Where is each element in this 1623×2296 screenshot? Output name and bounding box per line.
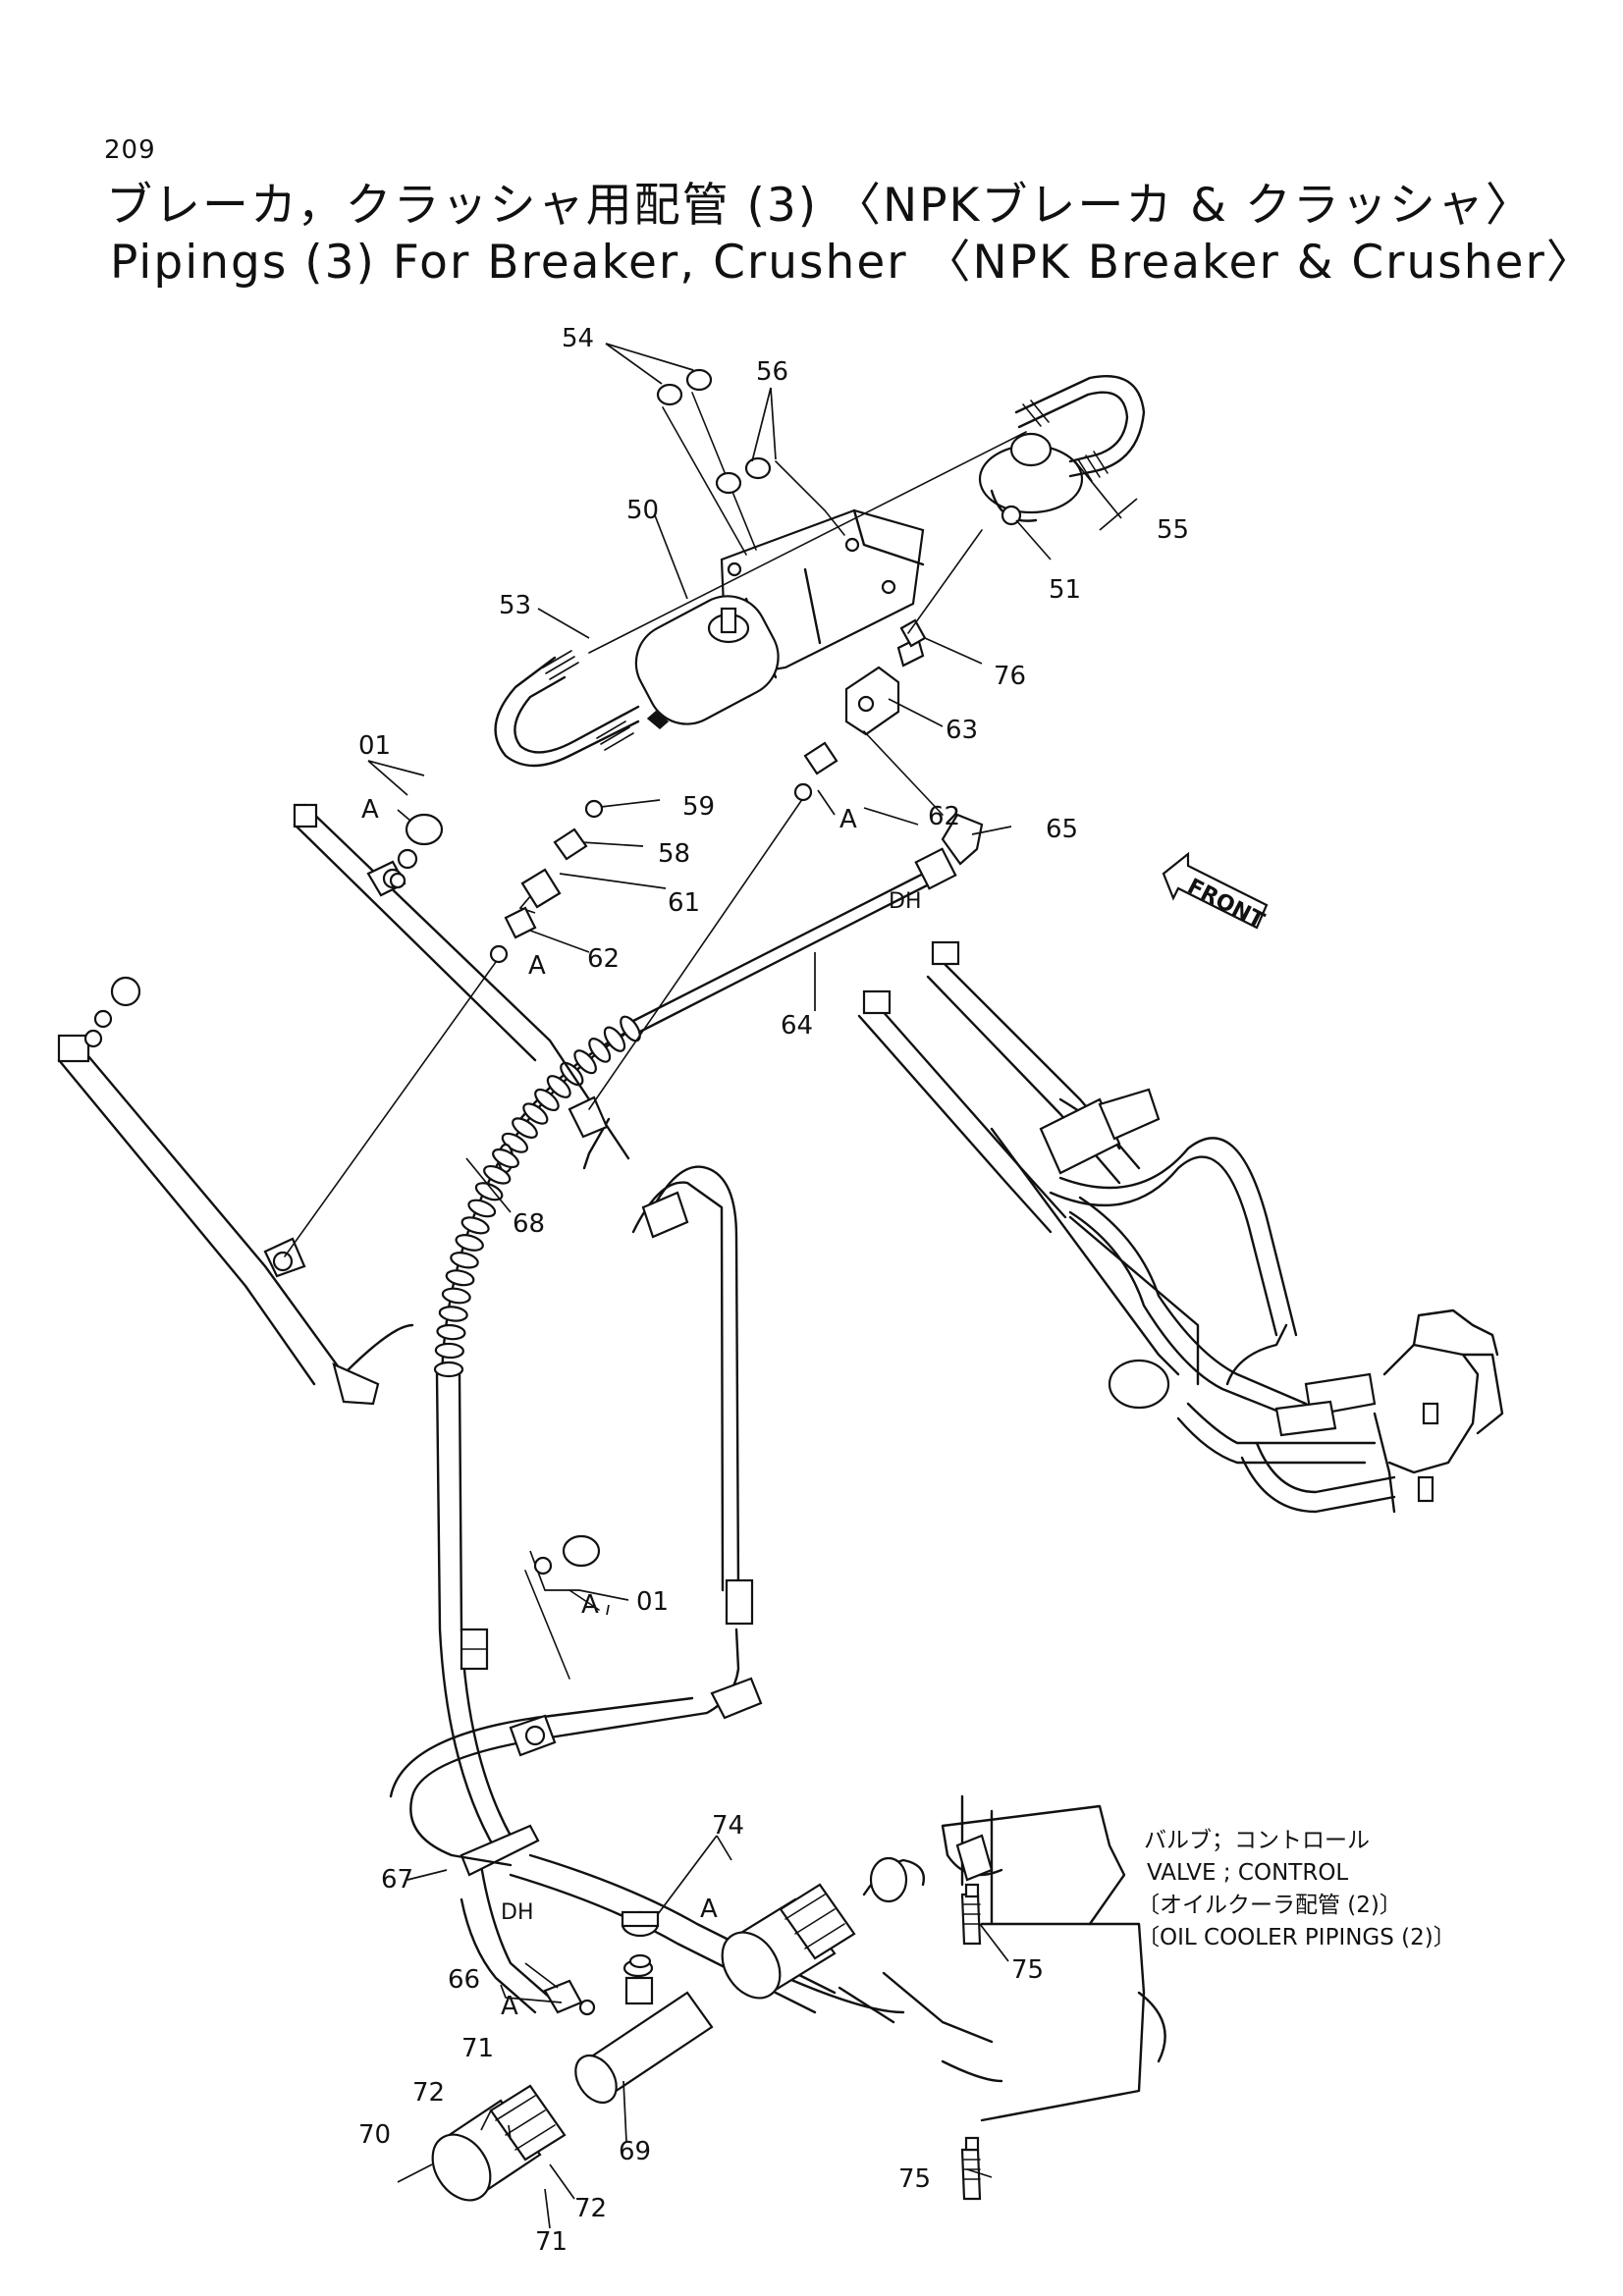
right-boom-assembly: [857, 940, 1504, 1514]
page-number: 209: [104, 135, 156, 165]
callout-71-upper: 71: [461, 2034, 494, 2063]
hose-67: [435, 1372, 552, 2014]
callout-75-lower: 75: [898, 2164, 931, 2194]
fitting-75-upper: [960, 1883, 982, 1946]
coil-ring: [603, 1026, 626, 1052]
marker-a-right: A: [839, 805, 857, 834]
lower-loop-pipe: [389, 1696, 905, 2014]
callout-72-lower: 72: [574, 2194, 607, 2223]
marker-a-mid-left: A: [528, 951, 546, 981]
coil-ring: [483, 1164, 512, 1185]
coil-ring: [573, 1049, 597, 1075]
coil-ring: [474, 1182, 504, 1201]
callout-01-upper: 01: [358, 731, 391, 761]
marker-a-bottom-left: A: [501, 1992, 518, 2021]
callout-62-left: 62: [587, 944, 620, 974]
marker-a-lower: A: [581, 1590, 599, 1620]
callout-61: 61: [668, 888, 700, 918]
coupling-69: [574, 1958, 714, 2105]
u-bolt-53: [494, 650, 640, 768]
coil-ring: [534, 1088, 560, 1111]
callout-62-right: 62: [928, 802, 960, 831]
coil-ring: [492, 1148, 519, 1169]
nuts-54: [656, 368, 757, 556]
coil-ring: [467, 1199, 497, 1218]
coil-ring: [546, 1075, 571, 1098]
coupling-70: [431, 2084, 567, 2202]
callout-76: 76: [994, 662, 1026, 691]
control-valve-annotation: バルブ；コントロール VALVE ; CONTROL 〔オイルクーラ配管 (2)…: [1137, 1828, 1456, 1950]
callout-58: 58: [658, 839, 690, 869]
cap-74: [621, 1910, 660, 1969]
callout-01-lower: 01: [636, 1587, 669, 1617]
callout-68: 68: [513, 1209, 545, 1239]
fitting-58-61-62: [405, 741, 839, 1568]
callout-75-upper: 75: [1011, 1955, 1044, 1985]
coil-ring: [450, 1252, 479, 1269]
callout-65: 65: [1046, 815, 1078, 844]
callout-dh-lower: DH: [501, 1900, 533, 1925]
callout-63: 63: [946, 716, 978, 745]
hose-64: [628, 847, 957, 1039]
u-bolt-55: [1014, 375, 1146, 482]
callout-labels: 54 56 50 55 53 51 76 63 01 59 62 65 58 D…: [358, 324, 1189, 2257]
control-valve-lower: [838, 1794, 1166, 2122]
callout-dh-upper: DH: [889, 889, 921, 914]
callout-69: 69: [619, 2137, 651, 2166]
marker-a-upper-left: A: [361, 795, 379, 825]
spring-guard-68: [433, 1015, 641, 1378]
callout-56: 56: [756, 357, 788, 387]
coil-ring: [434, 1342, 464, 1360]
coil-ring: [436, 1323, 466, 1341]
annotation-line-4: 〔OIL COOLER PIPINGS (2)〕: [1137, 1925, 1456, 1950]
coil-ring: [445, 1269, 475, 1287]
coil-ring: [460, 1216, 490, 1235]
coil-ring: [512, 1117, 538, 1139]
callout-50: 50: [626, 496, 659, 525]
coil-ring: [588, 1038, 612, 1063]
callout-59: 59: [682, 792, 715, 822]
annotation-line-1: バルブ；コントロール: [1144, 1828, 1370, 1853]
accumulator-50: [634, 595, 780, 729]
callout-51: 51: [1049, 575, 1081, 605]
front-direction-arrow: FRONT: [1162, 851, 1269, 934]
callout-53: 53: [499, 591, 531, 620]
annotation-line-3: 〔オイルクーラ配管 (2)〕: [1137, 1893, 1402, 1918]
coil-ring: [433, 1361, 464, 1378]
nuts-56: [715, 456, 845, 536]
callout-leaders: [284, 343, 1138, 2229]
title-japanese: ブレーカ，クラッシャ用配管 (3) 〈NPKブレーカ & クラッシャ〉: [106, 179, 1534, 233]
left-boom-pipes: [57, 803, 763, 1720]
callout-67: 67: [381, 1865, 413, 1895]
coupling-right: [721, 1883, 856, 2000]
page-header: 209 ブレーカ，クラッシャ用配管 (3) 〈NPKブレーカ & クラッシャ〉 …: [0, 0, 1623, 294]
callout-55: 55: [1157, 515, 1189, 545]
callout-54: 54: [562, 324, 594, 353]
title-english: Pipings (3) For Breaker, Crusher 〈NPK Br…: [110, 236, 1595, 290]
callout-66: 66: [448, 1965, 480, 1995]
coil-ring: [455, 1234, 484, 1252]
callout-70: 70: [358, 2120, 391, 2150]
callout-71-lower: 71: [535, 2227, 568, 2257]
marker-a-bottom-right: A: [700, 1895, 718, 1924]
coil-ring: [441, 1287, 471, 1305]
block-63: [844, 636, 925, 736]
callout-64: 64: [781, 1011, 813, 1041]
callout-74: 74: [712, 1811, 744, 1841]
annotation-line-2: VALVE ; CONTROL: [1147, 1860, 1348, 1886]
fitting-75-lower: [960, 2136, 982, 2201]
coil-ring: [522, 1102, 549, 1125]
accumulator-51: [978, 432, 1084, 526]
o-rings: [93, 782, 813, 2016]
callout-72-upper: 72: [412, 2078, 445, 2108]
elbow-65: [863, 730, 984, 866]
coil-ring: [620, 1015, 641, 1042]
coil-ring: [438, 1306, 468, 1322]
